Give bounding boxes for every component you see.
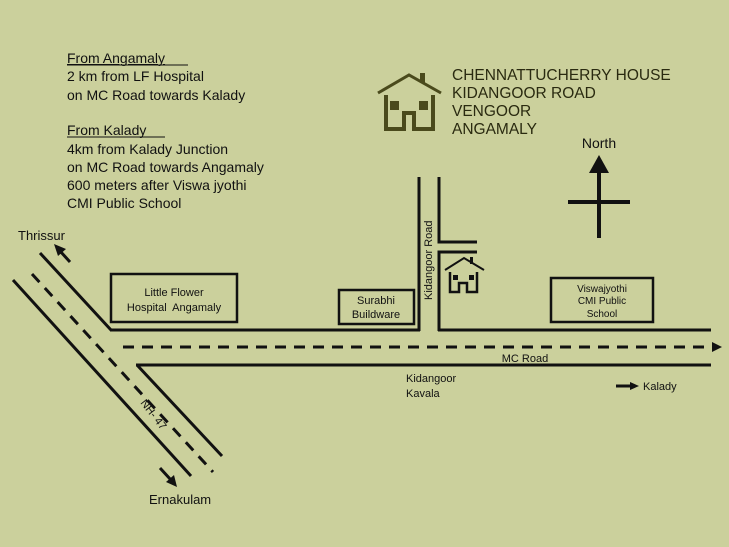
directions-from-angamaly: From Angamaly 2 km from LF Hospital on M… <box>67 50 245 103</box>
direction-line: CMI Public School <box>67 195 181 211</box>
heading-from-kalady: From Kalady <box>67 122 146 138</box>
kidangoor-road-label: Kidangoor Road <box>423 220 435 300</box>
ernakulam-arrow-icon <box>158 466 177 487</box>
direction-line: 2 km from LF Hospital <box>67 68 204 84</box>
kidangoor-kavala-label: Kavala <box>406 388 441 400</box>
thrissur-arrow-icon <box>54 244 72 264</box>
landmark-label: Viswajyothi <box>577 284 627 295</box>
address-line: ANGAMALY <box>452 121 537 138</box>
mc-road: MC Road <box>110 328 722 367</box>
landmark-label: CMI Public <box>578 296 626 307</box>
direction-line: on MC Road towards Kalady <box>67 87 245 103</box>
address-block: CHENNATTUCHERRY HOUSE KIDANGOOR ROAD VEN… <box>452 67 671 138</box>
address-line: CHENNATTUCHERRY HOUSE <box>452 67 671 84</box>
kidangoor-kavala-label: Kidangoor <box>406 373 456 385</box>
landmark-label: School <box>587 309 618 320</box>
viswajyothi-school-landmark: Viswajyothi CMI Public School <box>549 276 655 324</box>
nh-47-label: NH- 47 <box>138 397 169 432</box>
kalady-label: Kalady <box>643 381 677 393</box>
kidangoor-road: Kidangoor Road <box>417 177 477 331</box>
little-flower-hospital-landmark: Little Flower Hospital Angamaly <box>109 272 239 324</box>
directions-from-kalady: From Kalady 4km from Kalady Junction on … <box>67 122 264 211</box>
heading-from-angamaly: From Angamaly <box>67 50 165 66</box>
landmark-label: Surabhi <box>357 295 395 307</box>
north-label: North <box>582 135 616 151</box>
ernakulam-label: Ernakulam <box>149 492 211 507</box>
kalady-arrow-icon <box>616 382 639 390</box>
direction-line: 4km from Kalady Junction <box>67 141 228 157</box>
surabhi-buildware-landmark: Surabhi Buildware <box>337 288 416 326</box>
address-line: KIDANGOOR ROAD <box>452 85 596 102</box>
landmark-label: Buildware <box>352 309 400 321</box>
direction-line: 600 meters after Viswa jyothi <box>67 177 247 193</box>
address-line: VENGOOR <box>452 103 531 120</box>
direction-line: on MC Road towards Angamaly <box>67 159 264 175</box>
destination-house-icon <box>444 256 485 294</box>
thrissur-label: Thrissur <box>18 228 66 243</box>
mc-road-label: MC Road <box>502 353 548 365</box>
landmark-label: Hospital Angamaly <box>127 302 222 314</box>
landmark-label: Little Flower <box>144 287 204 299</box>
house-icon <box>377 73 442 131</box>
north-compass-icon: North <box>568 135 630 238</box>
